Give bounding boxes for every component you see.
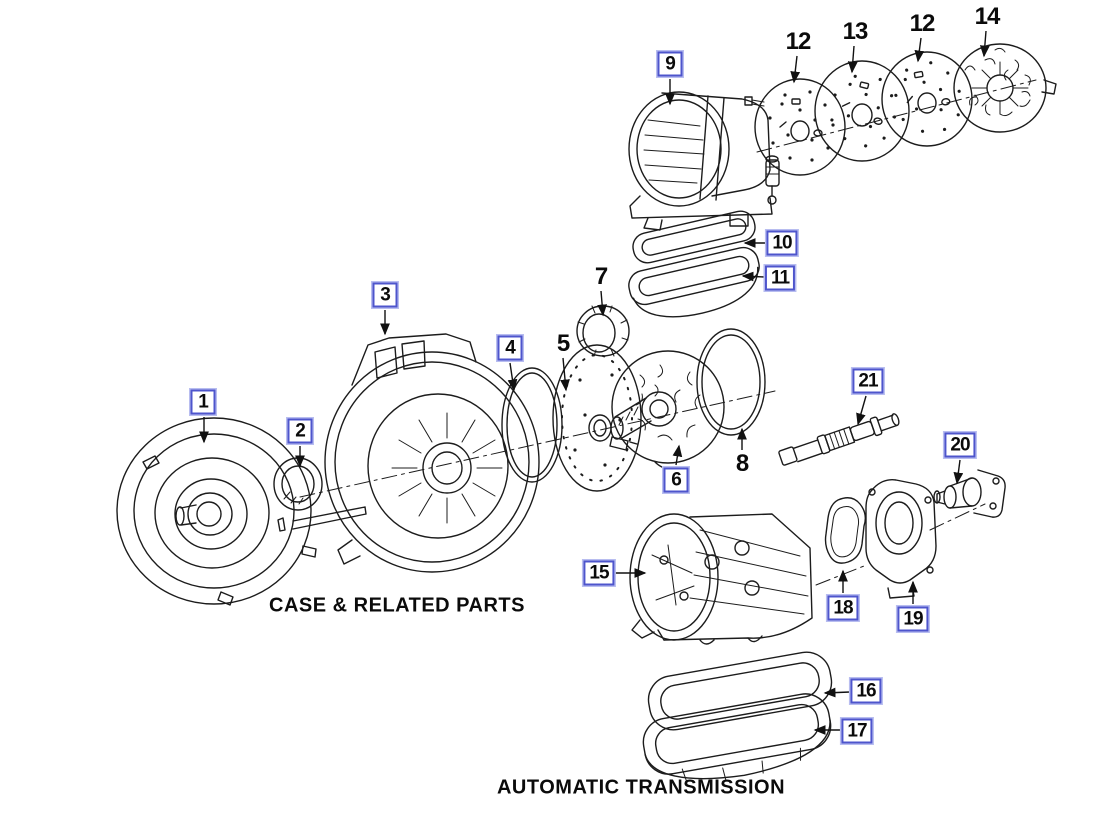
callout-6-boxed-5[interactable]: 6 — [663, 467, 689, 493]
callout-arrow-13-12 — [847, 45, 858, 74]
callout-arrow-20-20 — [953, 459, 964, 485]
callout-arrow-16-16 — [823, 687, 851, 698]
callout-arrow-7-6 — [597, 290, 608, 317]
callout-13-plain-12: 13 — [842, 18, 869, 45]
callout-12-plain-13: 12 — [909, 10, 936, 37]
part-7-illustration — [576, 305, 630, 357]
part-16-illustration — [647, 651, 833, 731]
callout-14-plain-14: 14 — [974, 3, 1001, 30]
part-9-illustration — [628, 91, 780, 231]
callout-10-boxed-9[interactable]: 10 — [766, 230, 798, 256]
part-10-illustration — [632, 210, 756, 264]
callout-19-boxed-19[interactable]: 19 — [897, 606, 929, 632]
part-11-illustration — [628, 246, 760, 318]
callout-16-boxed-16[interactable]: 16 — [850, 678, 882, 704]
caption-case-related-parts: CASE & RELATED PARTS — [269, 594, 525, 617]
callout-3-boxed-2[interactable]: 3 — [372, 282, 398, 308]
callout-arrow-21-21 — [856, 395, 867, 426]
part-4-illustration — [501, 367, 563, 483]
part-21-illustration — [778, 413, 900, 466]
callout-arrow-6-5 — [672, 444, 683, 466]
part-15-illustration — [629, 513, 813, 645]
caption-automatic-transmission: AUTOMATIC TRANSMISSION — [496, 776, 786, 799]
part-13-illustration — [814, 60, 910, 162]
callout-5-plain-4: 5 — [556, 330, 570, 357]
callout-1-boxed-0[interactable]: 1 — [190, 389, 216, 415]
part-8-illustration — [696, 328, 766, 436]
callout-arrow-11-10 — [741, 271, 766, 282]
callout-arrow-12-13 — [914, 37, 925, 63]
part-18-illustration — [824, 497, 867, 564]
callout-11-boxed-10[interactable]: 11 — [764, 265, 796, 291]
callout-7-plain-6: 7 — [594, 263, 608, 290]
callout-21-boxed-21[interactable]: 21 — [852, 368, 884, 394]
part-19-illustration — [865, 479, 937, 599]
callout-arrow-5-4 — [560, 357, 570, 392]
callout-2-boxed-1[interactable]: 2 — [287, 418, 313, 444]
part-3-illustration — [324, 333, 638, 573]
callout-arrow-14-14 — [979, 30, 990, 58]
axis-centerlines — [299, 79, 1037, 586]
callout-4-boxed-3[interactable]: 4 — [497, 335, 523, 361]
callout-arrow-12-11 — [790, 55, 801, 84]
part-12a-illustration — [754, 78, 846, 176]
part-14-illustration — [953, 43, 1057, 133]
part-20-illustration — [933, 469, 1006, 518]
part-2-illustration — [273, 457, 367, 532]
callout-17-boxed-17[interactable]: 17 — [841, 718, 873, 744]
callout-15-boxed-15[interactable]: 15 — [583, 560, 615, 586]
part-6-illustration — [610, 350, 725, 470]
callout-arrow-4-3 — [507, 362, 518, 392]
callout-9-boxed-8[interactable]: 9 — [657, 51, 683, 77]
callout-20-boxed-20[interactable]: 20 — [944, 432, 976, 458]
part-12b-illustration — [881, 51, 973, 147]
callout-8-plain-7: 8 — [735, 450, 749, 477]
part-1-illustration — [116, 417, 317, 606]
part-5-illustration — [552, 344, 642, 492]
callout-18-boxed-18[interactable]: 18 — [827, 595, 859, 621]
callout-12-plain-11: 12 — [785, 28, 812, 55]
